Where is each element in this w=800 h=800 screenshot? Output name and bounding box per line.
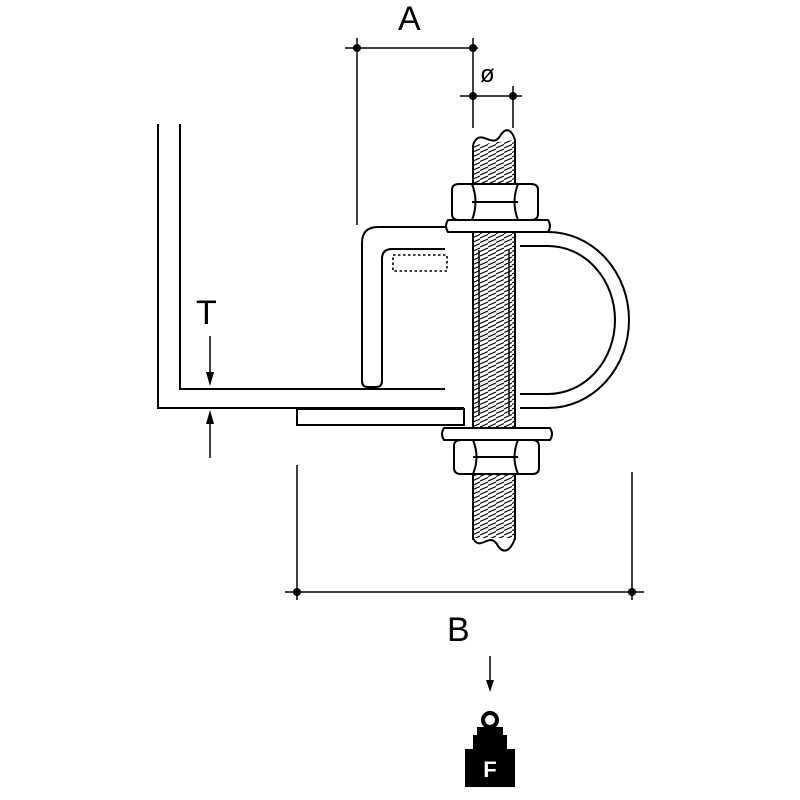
bottom-plate [296,408,465,426]
dim-t-label: T [196,294,217,332]
force-weight-icon [465,711,515,787]
dim-a-label: A [398,0,421,38]
u-bolt [520,231,630,409]
dimension-t [206,336,214,458]
beam-flange [157,124,464,409]
top-nut [451,183,539,221]
force-arrow-icon [486,656,494,692]
top-washer [445,219,551,233]
dim-diameter-label: ø [480,61,495,88]
dimension-a [345,38,478,225]
dimension-diameter [460,86,522,128]
bottom-nut [453,439,540,475]
clamp-hook [361,226,448,388]
bottom-washer [441,427,553,441]
force-label: F [483,757,496,782]
dimension-b [285,465,644,600]
dim-b-label: B [447,611,470,649]
